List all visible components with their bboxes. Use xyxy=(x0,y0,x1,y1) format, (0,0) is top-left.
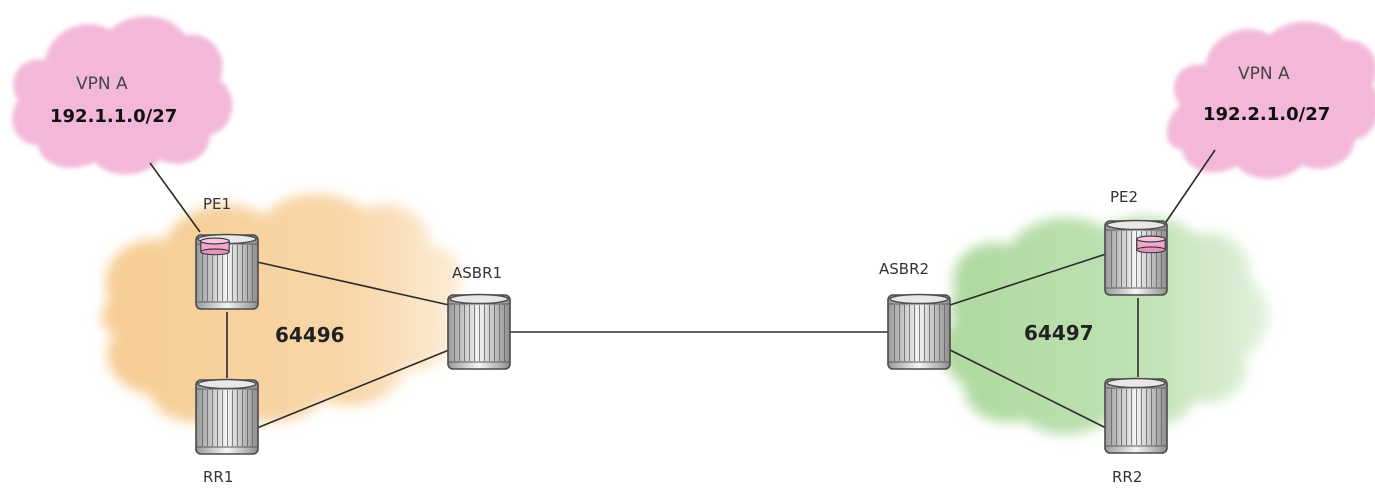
as-cloud-right xyxy=(941,215,1269,435)
vrf-marker-pe1 xyxy=(200,237,230,256)
as-cloud-left xyxy=(101,193,463,423)
as-right-number: 64497 xyxy=(1024,321,1094,345)
link-rr1-asbr1 xyxy=(256,349,450,429)
router-pe2[interactable] xyxy=(1104,219,1168,296)
link-pe2-vpn-right xyxy=(1165,149,1216,223)
router-asbr1[interactable] xyxy=(447,293,511,370)
vrf-marker-pe2 xyxy=(1136,235,1166,254)
router-pe2-label: PE2 xyxy=(1110,188,1139,206)
link-asbr2-pe2 xyxy=(949,253,1107,306)
vpn-cloud-left xyxy=(12,16,233,175)
router-rr2[interactable] xyxy=(1104,377,1168,454)
link-pe1-asbr1 xyxy=(256,261,450,306)
links-layer xyxy=(149,149,1216,429)
vpn-left-name: VPN A xyxy=(76,74,128,94)
router-asbr2-label: ASBR2 xyxy=(879,260,930,278)
router-rr1-label: RR1 xyxy=(203,468,234,486)
link-vpn-left-pe1 xyxy=(149,162,201,233)
vpn-right-name: VPN A xyxy=(1238,64,1290,84)
vpn-left-prefix: 192.1.1.0/27 xyxy=(50,106,178,127)
router-asbr1-label: ASBR1 xyxy=(452,264,503,282)
vpn-cloud-right xyxy=(1166,21,1375,179)
router-rr2-label: RR2 xyxy=(1112,468,1143,486)
router-asbr2[interactable] xyxy=(887,293,951,370)
router-pe1-label: PE1 xyxy=(203,195,232,213)
link-asbr2-rr2 xyxy=(949,349,1107,429)
router-rr1[interactable] xyxy=(195,378,259,455)
router-pe1[interactable] xyxy=(195,233,259,310)
vpn-right-prefix: 192.2.1.0/27 xyxy=(1203,104,1331,125)
as-left-number: 64496 xyxy=(275,323,345,347)
